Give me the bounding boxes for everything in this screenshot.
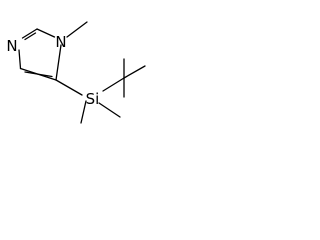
bond-tbutyl-methyl-2 bbox=[123, 65, 146, 79]
bond-n1-c2 bbox=[36, 28, 56, 38]
bond-c4-c5-inner bbox=[24, 71, 53, 78]
bond-n1-methyl bbox=[66, 21, 88, 38]
bond-c2-n3 bbox=[21, 28, 38, 39]
bond-si-tbutyl bbox=[102, 77, 125, 92]
bond-si-methyl-left bbox=[80, 100, 87, 124]
bond-c2-n3-inner bbox=[24, 32, 37, 41]
atom-label-si: Si bbox=[86, 90, 100, 108]
bond-n3-c4 bbox=[18, 49, 22, 70]
bond-c5-n1 bbox=[55, 44, 62, 81]
structure-diagram: N N Si bbox=[6, 21, 146, 124]
bond-si-methyl-right bbox=[98, 102, 121, 118]
atom-label-n1: N bbox=[55, 33, 66, 51]
atom-label-n3: N bbox=[6, 37, 17, 55]
bond-c5-si bbox=[55, 79, 83, 96]
